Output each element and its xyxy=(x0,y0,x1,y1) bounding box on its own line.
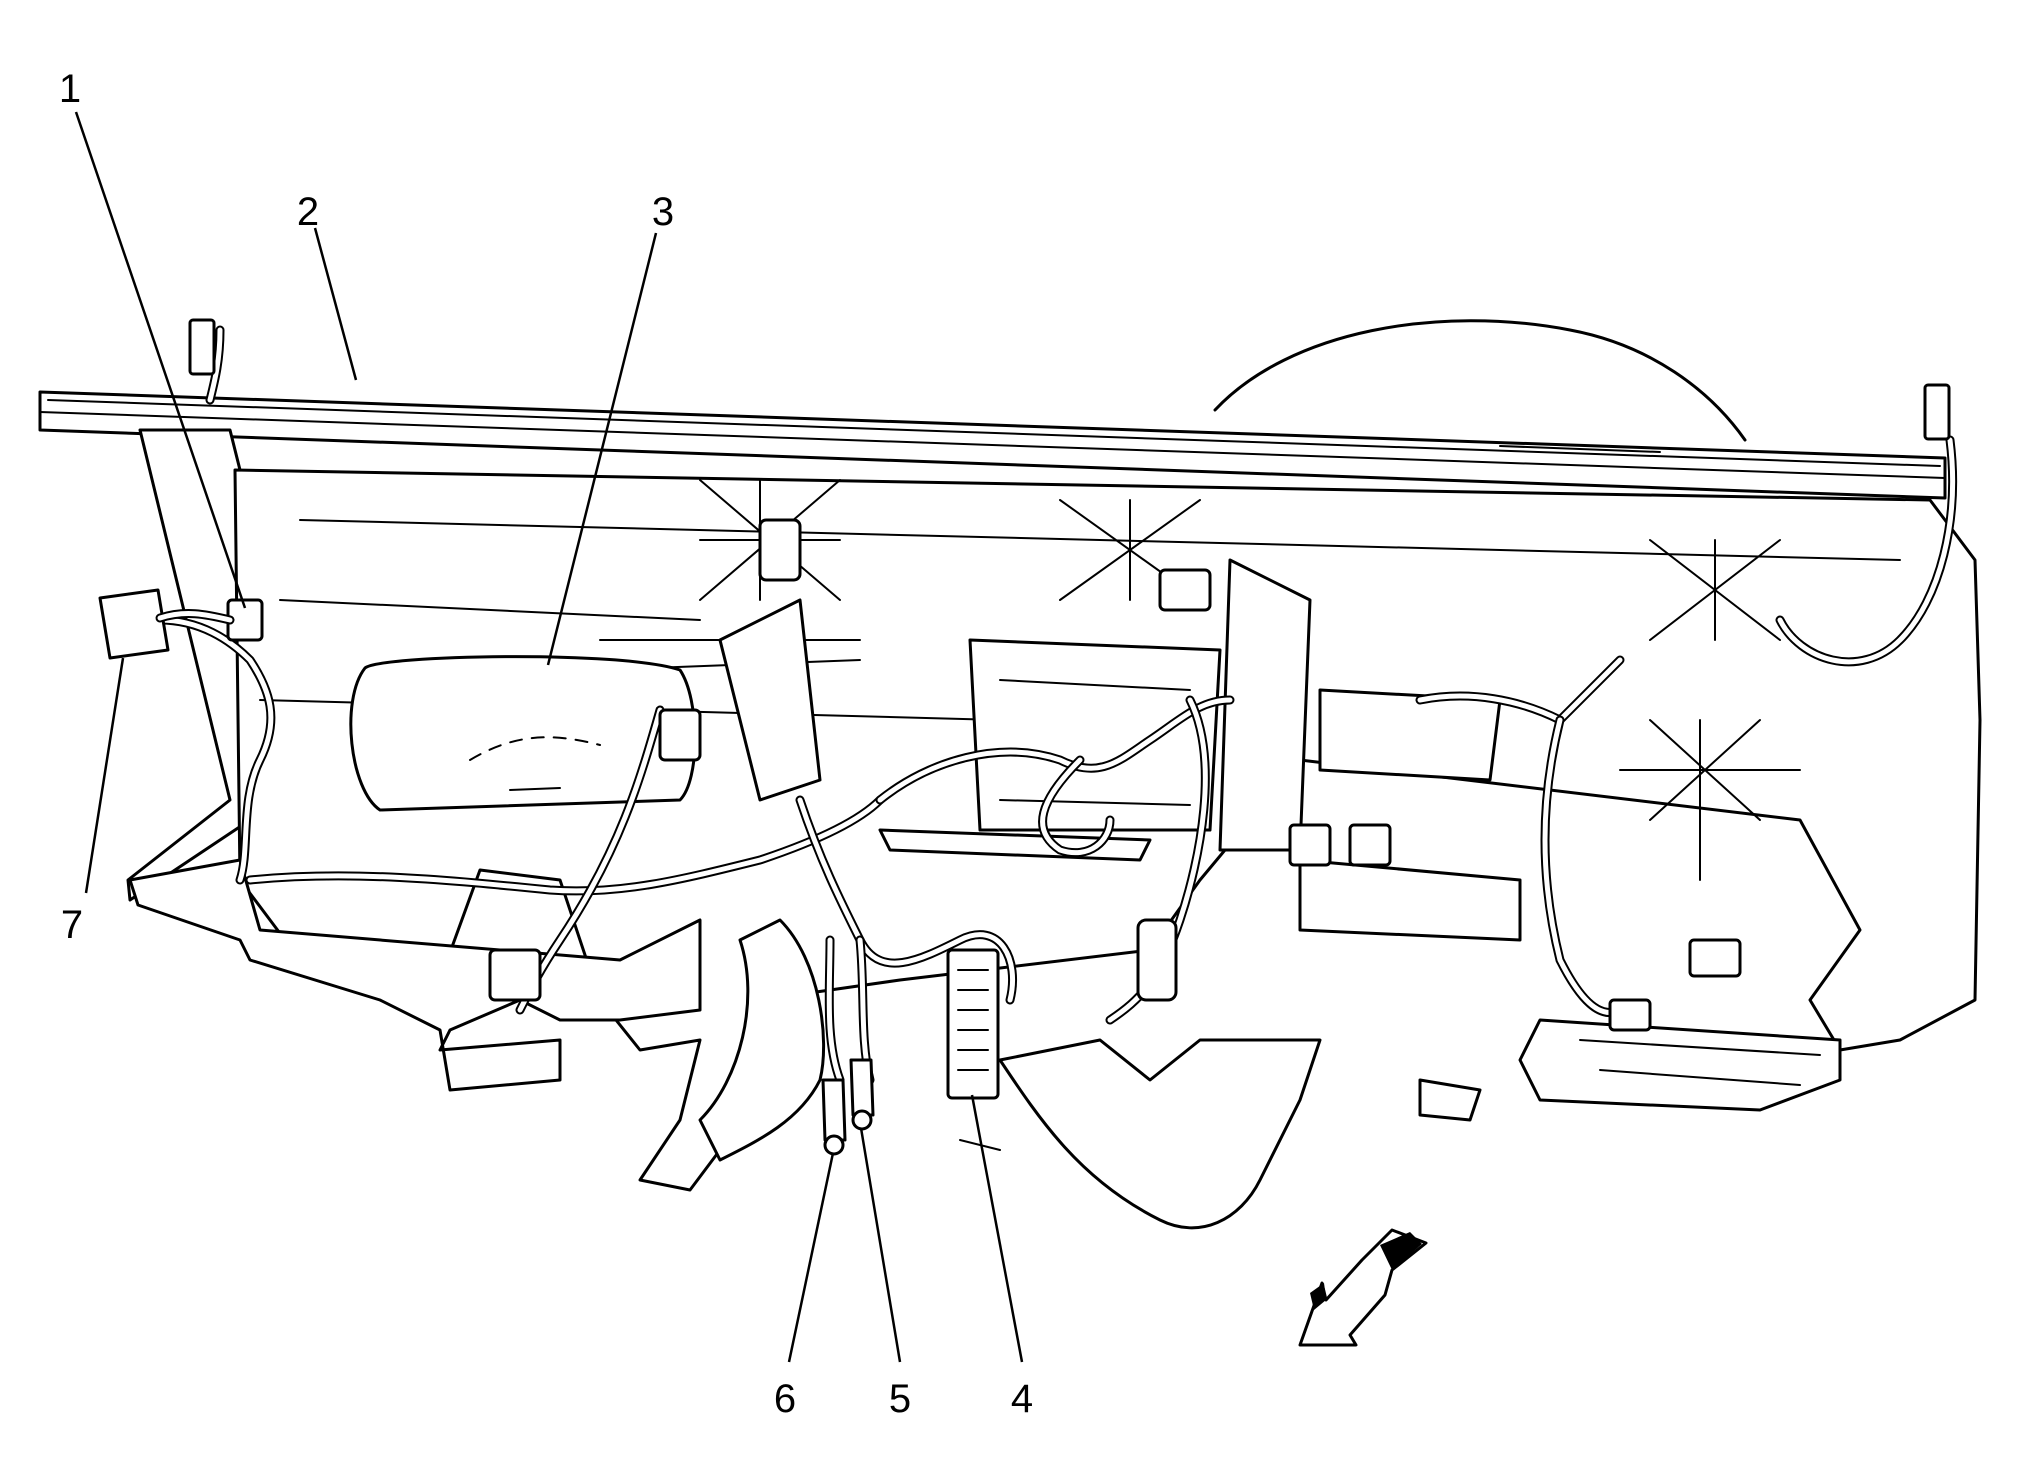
harness-connector-block xyxy=(946,948,1000,1100)
harness-connectors xyxy=(188,318,1951,1032)
callout-4: 4 xyxy=(1011,1377,1033,1421)
callout-7: 7 xyxy=(61,903,83,947)
steering-column-support xyxy=(698,918,1322,1230)
callout-labels: 1 2 3 4 5 6 7 xyxy=(59,67,1033,1421)
lower-left-bracket xyxy=(128,858,702,1092)
callout-5: 5 xyxy=(889,1377,911,1421)
callout-6: 6 xyxy=(774,1377,796,1421)
lower-right-bracket xyxy=(1418,1018,1842,1122)
callout-leaders xyxy=(74,111,1024,1363)
callout-3: 3 xyxy=(652,190,674,234)
center-stack-housing xyxy=(718,558,1522,942)
sensor-pad xyxy=(98,588,235,660)
instrument-panel-wiring-harness xyxy=(155,325,1957,1085)
airbag-module xyxy=(349,655,697,812)
forward-direction-arrow-icon xyxy=(1298,1228,1428,1347)
callout-2: 2 xyxy=(297,190,319,234)
instrument-panel-top-rail xyxy=(38,319,1947,500)
callout-1: 1 xyxy=(59,67,81,111)
ground-terminals xyxy=(821,1058,875,1156)
